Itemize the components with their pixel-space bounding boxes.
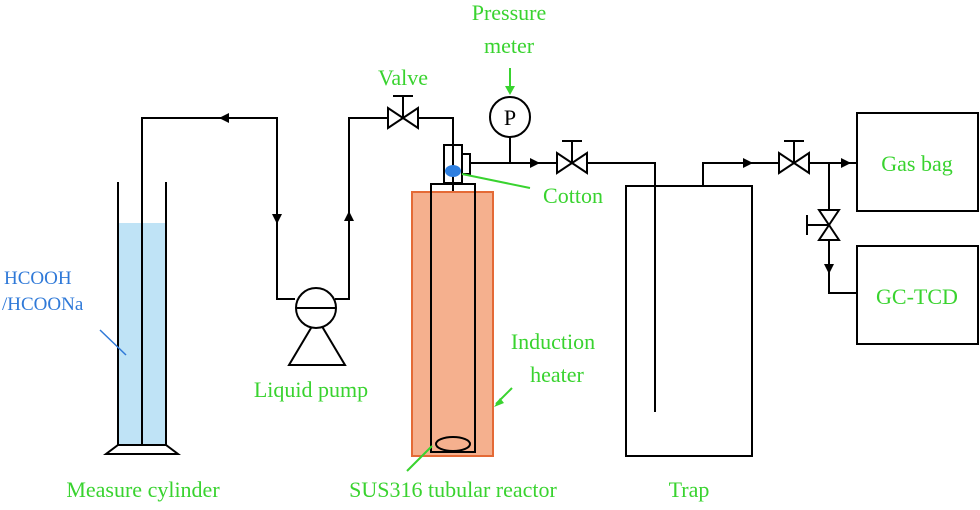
pipe-branch-to-gc <box>828 163 857 294</box>
pipe-trap-outlet <box>702 162 779 186</box>
arrow-down-gc <box>824 264 834 274</box>
solution-label-2: /HCOONa <box>2 294 84 315</box>
cotton-label: Cotton <box>543 183 603 208</box>
pressure-meter-arrowhead <box>505 86 515 95</box>
solution-label-1: HCOOH <box>4 268 72 289</box>
measure-cylinder-label: Measure cylinder <box>66 477 220 502</box>
leader-lines <box>99 68 531 472</box>
gas-bag-label: Gas bag <box>881 151 952 176</box>
induction-heater-label-1: Induction <box>511 329 595 354</box>
trap-vessel <box>625 185 753 457</box>
gc-tcd-label: GC-TCD <box>876 284 958 309</box>
valve-label: Valve <box>378 65 428 90</box>
cotton-leader <box>461 173 531 189</box>
arrow-down-1 <box>272 214 282 224</box>
valve-1-icon <box>387 95 419 130</box>
pipe-valve-to-reactor <box>418 117 454 145</box>
pipe-cylinder-to-pump <box>141 117 295 445</box>
valve-2-icon <box>556 140 588 175</box>
gas-bag-box <box>856 112 979 212</box>
flow-arrows <box>219 113 851 294</box>
arrow-right-2 <box>530 158 540 168</box>
liquid-pump-label: Liquid pump <box>254 377 368 402</box>
pressure-meter: P <box>489 96 531 138</box>
pressure-symbol: P <box>504 105 516 130</box>
valve-4-icon <box>806 209 841 241</box>
heater-arrowhead <box>494 398 504 407</box>
induction-heater <box>411 191 494 457</box>
pressure-meter-label-1: Pressure <box>472 0 547 25</box>
reactor-label: SUS316 tubular reactor <box>349 477 557 502</box>
reactor-catalyst-bed <box>435 436 471 452</box>
pressure-meter-label-2: meter <box>484 33 535 58</box>
gc-tcd-box <box>856 245 979 345</box>
arrow-right-3 <box>743 158 753 168</box>
pressure-meter-gauge <box>489 96 531 138</box>
reactor-leader <box>406 445 433 472</box>
trap-label: Trap <box>669 477 710 502</box>
induction-heater-label-2: heater <box>530 362 584 387</box>
valve-3-icon <box>778 140 810 175</box>
arrow-right-1 <box>219 113 229 123</box>
solution-leader <box>99 329 127 356</box>
cotton-plug <box>445 165 461 177</box>
arrow-up-1 <box>344 211 354 221</box>
reactor-fitting <box>443 144 471 184</box>
cylinder-base <box>103 444 181 455</box>
pipe-pump-to-valve <box>335 117 388 300</box>
arrow-right-4 <box>841 158 851 168</box>
liquid-pump-icon <box>287 287 347 366</box>
